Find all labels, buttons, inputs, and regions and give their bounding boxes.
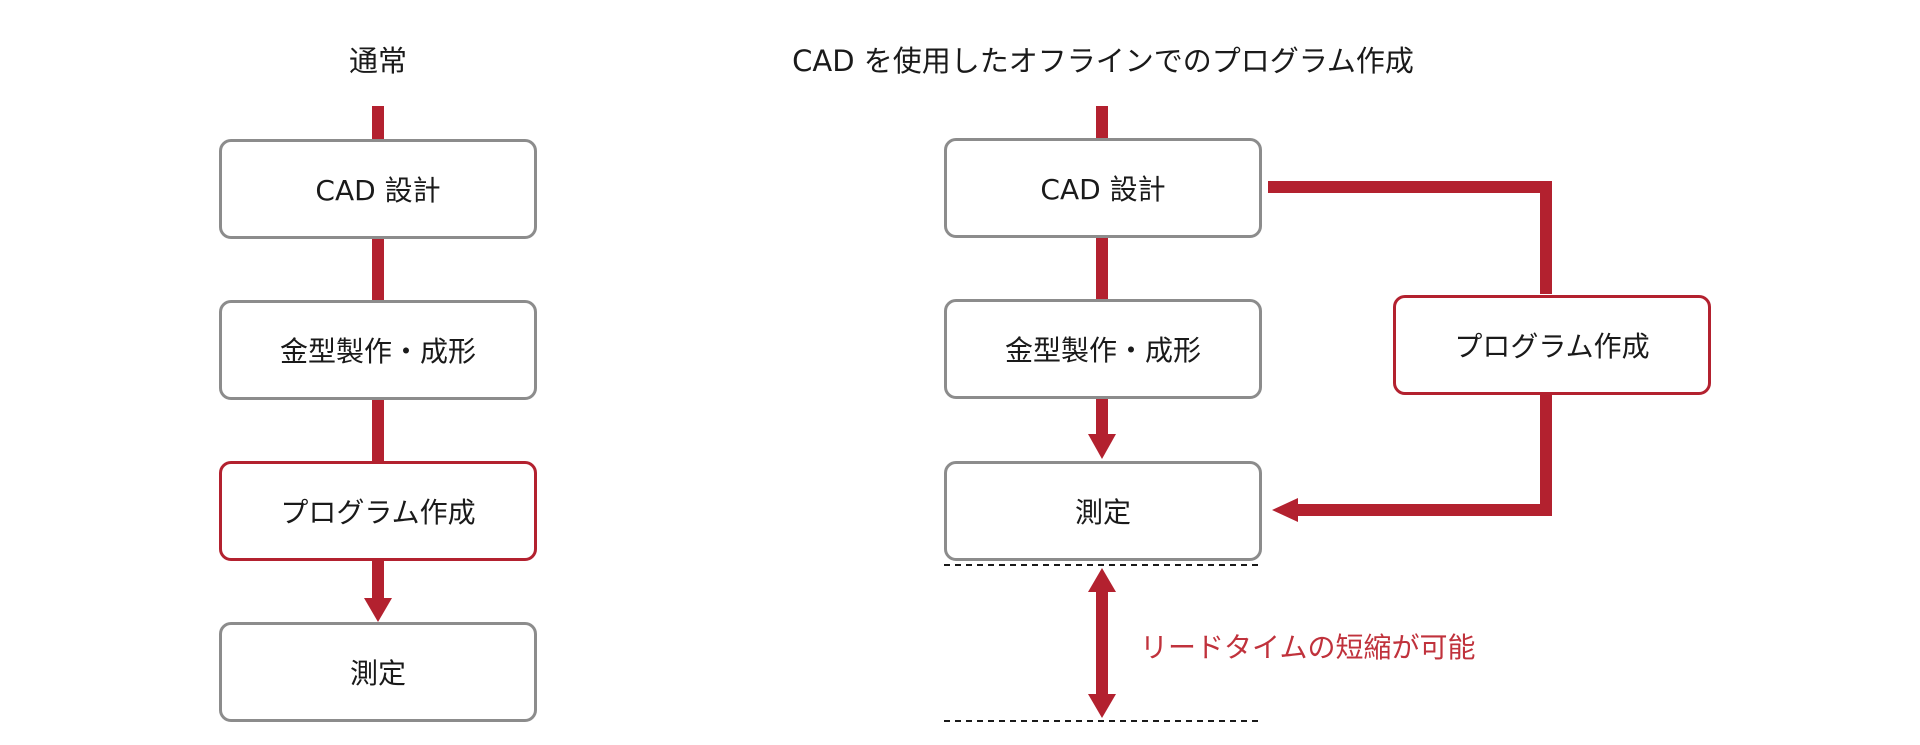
right-connector-2-arrowhead [1088, 434, 1116, 459]
left-connector-3-arrowhead [364, 598, 392, 622]
right-connector-1 [1096, 238, 1108, 300]
step-label: CAD 設計 [315, 174, 441, 207]
left-step-measurement: 測定 [219, 622, 537, 722]
branch-line-to-program [1268, 181, 1552, 294]
left-flow-title: 通常 [348, 44, 408, 78]
left-connector-3-shaft [372, 561, 384, 599]
lead-time-note: リードタイムの短縮が可能 [1140, 631, 1476, 664]
branch-arrowhead [1272, 498, 1298, 522]
double-arrow-shaft [1096, 590, 1108, 696]
right-branch-program-creation: プログラム作成 [1393, 295, 1711, 395]
double-arrow-head-up [1088, 568, 1116, 592]
left-step-mold-making: 金型製作・成形 [219, 300, 537, 400]
right-entry-line [1096, 106, 1108, 139]
step-label: プログラム作成 [1454, 330, 1650, 363]
right-step-mold-making: 金型製作・成形 [944, 299, 1262, 399]
left-step-cad-design: CAD 設計 [219, 139, 537, 239]
left-connector-1 [372, 239, 384, 301]
double-arrow-head-down [1088, 694, 1116, 718]
branch-line-to-measure [1296, 395, 1552, 516]
right-step-cad-design: CAD 設計 [944, 138, 1262, 238]
left-step-program-creation: プログラム作成 [219, 461, 537, 561]
left-connector-2 [372, 400, 384, 462]
step-label: 測定 [349, 657, 406, 690]
right-flow-title: CAD を使用したオフラインでのプログラム作成 [792, 44, 1414, 78]
step-label: 測定 [1074, 496, 1131, 529]
step-label: 金型製作・成形 [1004, 334, 1201, 367]
step-label: 金型製作・成形 [279, 335, 476, 368]
right-step-measurement: 測定 [944, 461, 1262, 561]
right-connector-2-shaft [1096, 399, 1108, 435]
step-label: プログラム作成 [280, 496, 476, 529]
left-entry-line [372, 106, 384, 140]
step-label: CAD 設計 [1040, 173, 1166, 206]
